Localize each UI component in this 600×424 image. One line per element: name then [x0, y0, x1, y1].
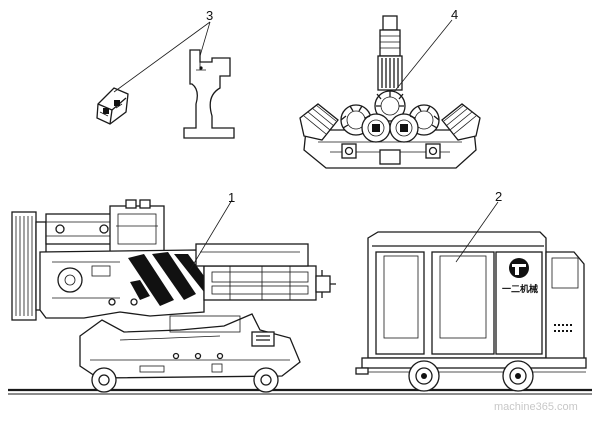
- watermark-text: machine365.com: [494, 401, 578, 413]
- leader-line-3b: [199, 21, 211, 57]
- callout-2: 2: [495, 189, 502, 204]
- small-component: [96, 87, 129, 125]
- cutter-shaft: [377, 15, 403, 91]
- callout-3: 3: [206, 8, 213, 23]
- brand-logo: [509, 258, 529, 278]
- hydraulic-cylinder: [195, 243, 336, 301]
- machine-wheels: [91, 367, 279, 393]
- leader-line-4: [393, 19, 453, 93]
- item-2-cabinet: 一二机械 2: [355, 189, 587, 392]
- trailer-wheels: [408, 360, 534, 392]
- item-4-cutter-head: 4: [299, 7, 481, 169]
- leader-line-1: [189, 199, 233, 271]
- callout-1: 1: [228, 190, 235, 205]
- trailer-frame: [361, 357, 587, 369]
- warning-stripes: [128, 252, 204, 306]
- cabinet-door-2: [431, 251, 495, 355]
- cabinet-door-1: [375, 251, 425, 355]
- leader-line-2: [455, 201, 499, 263]
- item-3-components: 3: [96, 8, 235, 139]
- cabinet-side-panel: [545, 251, 585, 361]
- item-1-machine: 1: [11, 190, 336, 393]
- callout-4: 4: [451, 7, 458, 22]
- rail-track: [8, 388, 592, 395]
- left-cutter-drum: [299, 103, 339, 141]
- right-cutter-drum: [441, 103, 481, 141]
- leader-line-3: [113, 21, 211, 93]
- bracket-component: [183, 49, 235, 139]
- vent-grille: [554, 324, 572, 332]
- cutter-discs: [340, 90, 440, 143]
- cabinet-brand-text: 一二机械: [502, 283, 538, 295]
- upper-arm: [45, 199, 165, 253]
